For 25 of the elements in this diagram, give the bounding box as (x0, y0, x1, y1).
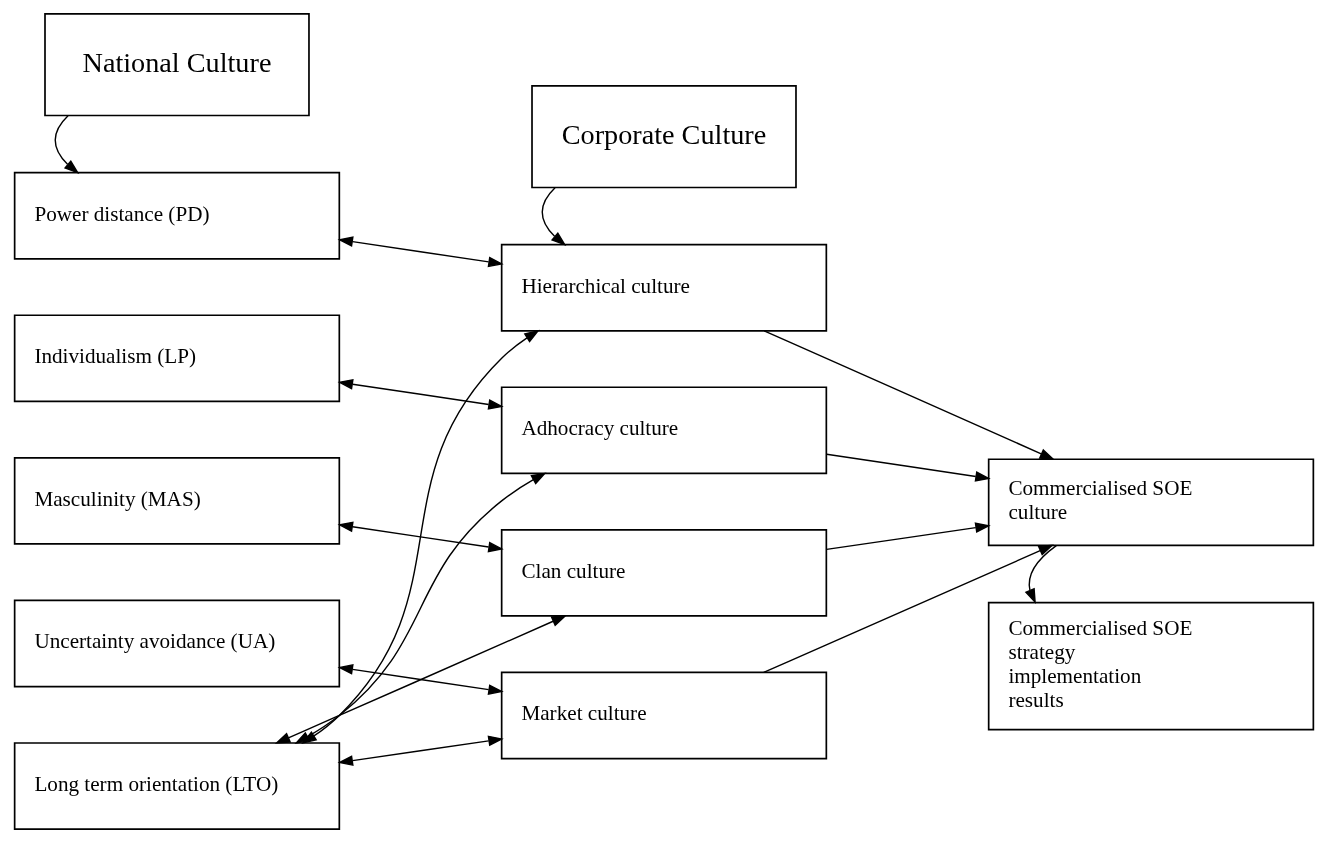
arrow (763, 330, 1056, 461)
node-box: Individualism (LP) (13, 314, 341, 403)
node-box: National Culture (44, 13, 310, 117)
arrow (337, 521, 504, 553)
node-box: Commercialised SOE strategy implementation results (987, 601, 1315, 731)
node-box: Commercialised SOE culture (987, 458, 1315, 547)
node-box: Clan culture (500, 529, 828, 617)
node-box: Uncertainty avoidance (UA) (13, 599, 341, 688)
arrow (337, 735, 504, 766)
arrow (763, 544, 1054, 674)
arrow (541, 187, 567, 247)
arrow (825, 522, 991, 551)
node-box: Market culture (500, 671, 828, 760)
node-box: Hierarchical culture (500, 243, 828, 332)
arrow (825, 453, 991, 482)
arrow (337, 236, 504, 268)
node-box: Long term orientation (LTO) (13, 742, 341, 830)
arrow (337, 378, 504, 410)
arrow (54, 115, 80, 175)
arrow (337, 664, 504, 695)
node-box: Corporate Culture (531, 85, 797, 189)
node-box: Power distance (PD) (13, 171, 341, 260)
arrow (1024, 544, 1058, 605)
node-box: Adhocracy culture (500, 386, 828, 475)
node-box: Masculinity (MAS) (13, 457, 341, 545)
